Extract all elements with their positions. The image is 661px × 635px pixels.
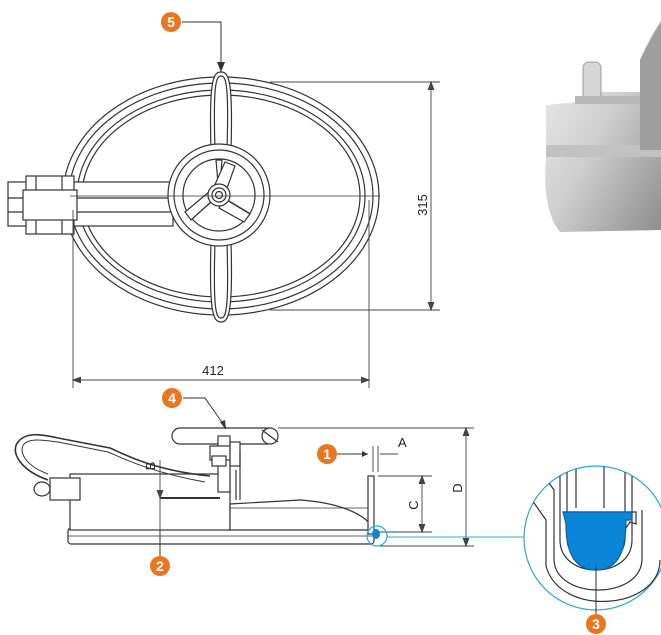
dimension-c-label: C	[406, 500, 421, 509]
dimension-d-label: D	[450, 483, 465, 492]
lid	[229, 499, 373, 531]
callout-4: 4	[162, 388, 227, 430]
dimension-a	[372, 446, 398, 472]
callout-4-label: 4	[168, 390, 176, 406]
gasket-detail-leader	[366, 525, 524, 547]
callout-2-label: 2	[156, 558, 164, 574]
hinge-arm	[7, 175, 174, 235]
callout-2: 2	[150, 530, 170, 576]
product-photo	[545, 20, 661, 232]
callout-1-label: 1	[323, 446, 331, 462]
side-view	[14, 427, 375, 545]
dimension-b	[156, 460, 164, 530]
callout-3: 3	[586, 566, 606, 634]
width-dimension	[71, 200, 371, 388]
callout-5-label: 5	[167, 14, 175, 30]
callout-5: 5	[161, 12, 225, 72]
dimension-a-label: A	[398, 435, 407, 450]
top-view	[7, 22, 380, 323]
gasket-detail	[523, 465, 661, 611]
height-dimension	[270, 80, 440, 312]
height-dimension-label: 315	[415, 194, 430, 216]
callout-3-label: 3	[592, 616, 600, 632]
width-dimension-label: 412	[202, 363, 224, 378]
dimension-d	[278, 426, 474, 548]
dimension-b-label: B	[143, 462, 158, 471]
hinge-wire	[14, 433, 211, 481]
central-hub	[167, 143, 271, 247]
dimension-c	[378, 474, 432, 534]
callout-1: 1	[317, 444, 368, 464]
